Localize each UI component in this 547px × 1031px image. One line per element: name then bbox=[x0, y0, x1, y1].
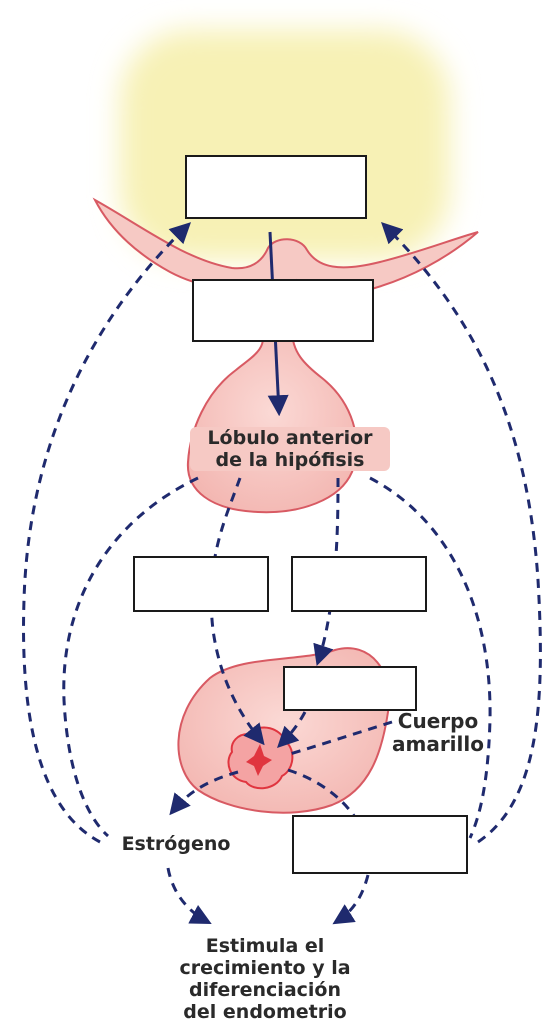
label-endometrium-effect: Estimula el crecimiento y la diferenciac… bbox=[160, 935, 370, 1023]
dashed-arrow-estrogen-to-effect bbox=[168, 868, 208, 922]
blank-box-corpus-hormone bbox=[292, 815, 468, 874]
label-corpus-luteum-line2: amarillo bbox=[388, 733, 488, 756]
blank-box-hypothalamus-hormone bbox=[185, 155, 367, 219]
label-anterior-pituitary-line1: Lóbulo anterior bbox=[190, 427, 390, 449]
dashed-arrow-pituitary-left-to-estrogen bbox=[64, 478, 198, 836]
label-effect-line4: del endometrio bbox=[160, 1001, 370, 1023]
blank-box-pituitary-hormone-left bbox=[133, 556, 269, 612]
label-anterior-pituitary: Lóbulo anterior de la hipófisis bbox=[190, 427, 390, 471]
dashed-arrow-pituitary-right-to-side bbox=[370, 478, 490, 838]
label-effect-line2: crecimiento y la bbox=[160, 957, 370, 979]
label-corpus-luteum: Cuerpo amarillo bbox=[388, 710, 488, 756]
label-effect-line3: diferenciación bbox=[160, 979, 370, 1001]
anterior-pituitary-gland bbox=[188, 330, 357, 512]
hypothalamus-region bbox=[120, 30, 450, 260]
label-estrogen: Estrógeno bbox=[118, 834, 234, 855]
dashed-arrow-box-to-effect bbox=[336, 875, 368, 922]
blank-box-stalk-hormone bbox=[192, 279, 374, 342]
label-corpus-luteum-line1: Cuerpo bbox=[388, 710, 488, 733]
blank-box-ovary-structure bbox=[283, 666, 417, 711]
dashed-arrow-left-outer-feedback bbox=[24, 225, 188, 842]
label-effect-line1: Estimula el bbox=[160, 935, 370, 957]
label-anterior-pituitary-line2: de la hipófisis bbox=[190, 449, 390, 471]
blank-box-pituitary-hormone-right bbox=[291, 556, 427, 612]
